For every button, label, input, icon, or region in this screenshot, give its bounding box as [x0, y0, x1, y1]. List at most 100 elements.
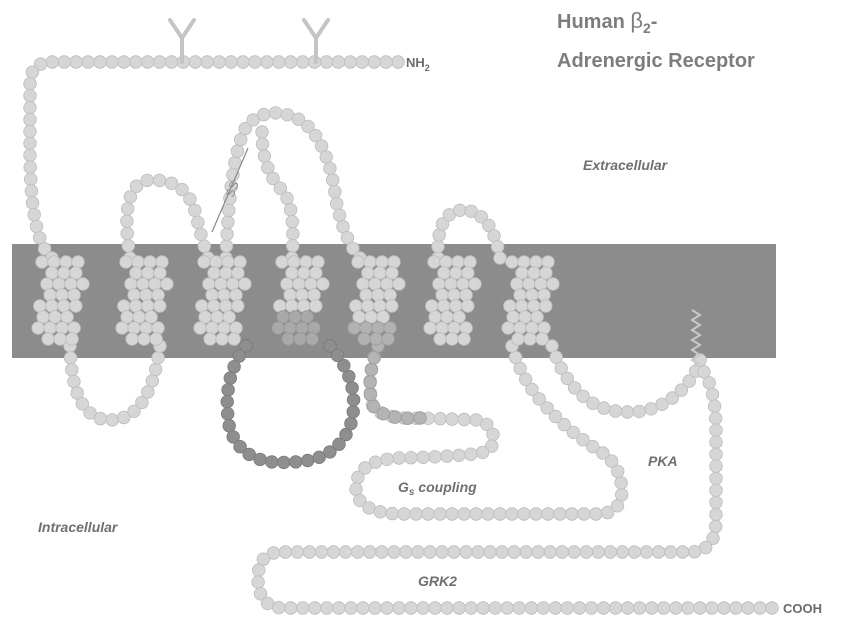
residue: [512, 333, 525, 346]
residue: [149, 363, 162, 376]
residue: [152, 322, 165, 335]
residue: [24, 125, 37, 138]
residue: [616, 546, 629, 559]
residue: [370, 333, 383, 346]
residue: [706, 602, 719, 615]
residue: [333, 602, 346, 615]
residue: [405, 451, 418, 464]
residue: [703, 377, 716, 390]
residue: [633, 602, 646, 615]
residue: [465, 602, 478, 615]
residue: [414, 412, 427, 425]
residue: [754, 602, 767, 615]
residue: [315, 546, 328, 559]
residue: [294, 333, 307, 346]
residue: [464, 256, 477, 269]
residue: [347, 394, 360, 407]
residue: [306, 333, 319, 346]
residue: [547, 278, 560, 291]
residue: [272, 322, 285, 335]
residue: [60, 256, 73, 269]
residue: [382, 333, 395, 346]
residue: [312, 256, 325, 269]
residue: [254, 453, 267, 466]
residue: [201, 56, 214, 69]
residue: [484, 546, 497, 559]
residue: [452, 256, 465, 269]
residue: [597, 602, 610, 615]
residue: [694, 602, 707, 615]
residue: [345, 417, 358, 430]
residue: [26, 66, 39, 79]
residue: [514, 322, 527, 335]
residue: [223, 204, 236, 217]
intracellular-loop-2: [221, 340, 360, 469]
residue: [308, 289, 321, 302]
residue: [424, 546, 437, 559]
residue: [372, 322, 385, 335]
residue: [144, 256, 157, 269]
residue: [556, 546, 569, 559]
residue: [224, 372, 237, 385]
residue: [25, 185, 38, 198]
residue: [363, 546, 376, 559]
residue: [710, 508, 723, 521]
residue: [476, 446, 489, 459]
residue: [286, 215, 299, 228]
residue: [542, 256, 555, 269]
residue: [141, 174, 154, 187]
residue: [64, 352, 77, 365]
residue: [357, 602, 370, 615]
residue: [184, 193, 197, 206]
residue: [249, 56, 262, 69]
residue: [350, 483, 363, 496]
residue: [279, 546, 292, 559]
residue: [538, 322, 551, 335]
residue: [296, 289, 309, 302]
residue: [441, 450, 454, 463]
residue: [286, 240, 299, 253]
residue: [432, 240, 445, 253]
residue: [393, 452, 406, 465]
residue: [436, 289, 449, 302]
residue: [405, 602, 418, 615]
residue: [369, 278, 382, 291]
residue: [462, 300, 475, 313]
residue: [290, 456, 303, 469]
residue: [458, 508, 471, 521]
residue: [204, 333, 217, 346]
residue: [222, 384, 235, 397]
residue: [24, 101, 37, 114]
residue: [434, 508, 447, 521]
n-terminus-label: NH2: [406, 55, 430, 73]
intracellular-label: Intracellular: [38, 519, 119, 535]
residue: [441, 602, 454, 615]
residue: [506, 256, 519, 269]
residue: [417, 602, 430, 615]
residue: [203, 278, 216, 291]
residue: [615, 488, 628, 501]
intracellular-loop-3: [350, 340, 628, 521]
residue: [140, 322, 153, 335]
residue: [369, 602, 382, 615]
residue: [221, 228, 234, 241]
residue: [742, 602, 755, 615]
residue: [301, 454, 314, 467]
residue: [536, 333, 549, 346]
residue: [66, 364, 79, 377]
residue: [410, 508, 423, 521]
residue: [138, 333, 151, 346]
residue: [68, 375, 81, 388]
residue: [657, 602, 670, 615]
residue: [239, 278, 252, 291]
residue: [384, 289, 397, 302]
residue: [676, 546, 689, 559]
residue: [26, 197, 39, 210]
residue: [198, 240, 211, 253]
residue: [523, 278, 536, 291]
residue: [487, 428, 500, 441]
residue: [41, 278, 54, 291]
residue: [348, 322, 361, 335]
residue: [710, 436, 723, 449]
